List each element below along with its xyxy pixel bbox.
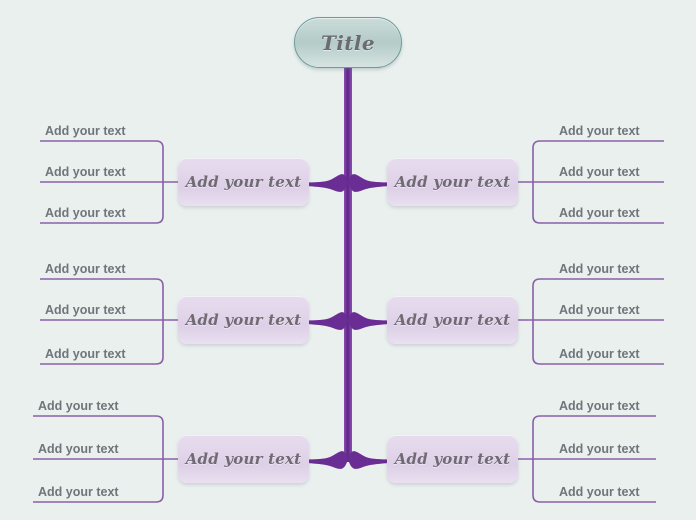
- leaf-item-right-2-1[interactable]: Add your text: [533, 257, 664, 279]
- branch-node-left-1[interactable]: Add your text: [178, 158, 309, 206]
- leaf-label: Add your text: [559, 442, 640, 456]
- leaf-label: Add your text: [45, 124, 126, 138]
- branch-node-right-3[interactable]: Add your text: [387, 435, 518, 483]
- branch-node-label: Add your text: [185, 450, 302, 468]
- leaf-item-left-1-1[interactable]: Add your text: [33, 119, 163, 141]
- leaf-label: Add your text: [38, 442, 119, 456]
- leaf-label: Add your text: [45, 206, 126, 220]
- leaf-label: Add your text: [45, 262, 126, 276]
- title-label: Title: [320, 30, 376, 55]
- leaf-label: Add your text: [45, 165, 126, 179]
- leaf-label: Add your text: [559, 485, 640, 499]
- branch-node-label: Add your text: [394, 173, 511, 191]
- leaf-label: Add your text: [559, 206, 640, 220]
- leaf-label: Add your text: [559, 124, 640, 138]
- branch-node-label: Add your text: [185, 173, 302, 191]
- trunk-line: [344, 66, 352, 462]
- leaf-item-left-1-2[interactable]: Add your text: [33, 160, 163, 182]
- branch-node-label: Add your text: [394, 450, 511, 468]
- title-node[interactable]: Title: [294, 17, 402, 68]
- leaf-item-right-3-3[interactable]: Add your text: [533, 480, 656, 502]
- leaf-label: Add your text: [559, 303, 640, 317]
- leaf-item-right-3-2[interactable]: Add your text: [533, 437, 656, 459]
- leaf-item-right-2-2[interactable]: Add your text: [533, 298, 664, 320]
- leaf-label: Add your text: [45, 303, 126, 317]
- leaf-label: Add your text: [559, 262, 640, 276]
- leaf-item-left-3-2[interactable]: Add your text: [26, 437, 163, 459]
- leaf-label: Add your text: [45, 347, 126, 361]
- leaf-item-left-3-3[interactable]: Add your text: [26, 480, 163, 502]
- leaf-label: Add your text: [559, 165, 640, 179]
- leaf-item-right-1-3[interactable]: Add your text: [533, 201, 664, 223]
- branch-node-left-3[interactable]: Add your text: [178, 435, 309, 483]
- leaf-item-left-2-1[interactable]: Add your text: [33, 257, 163, 279]
- leaf-label: Add your text: [38, 485, 119, 499]
- branch-node-label: Add your text: [394, 311, 511, 329]
- branch-node-right-1[interactable]: Add your text: [387, 158, 518, 206]
- leaf-item-left-1-3[interactable]: Add your text: [33, 201, 163, 223]
- branch-node-label: Add your text: [185, 311, 302, 329]
- leaf-item-left-2-2[interactable]: Add your text: [33, 298, 163, 320]
- leaf-label: Add your text: [559, 347, 640, 361]
- branch-node-right-2[interactable]: Add your text: [387, 296, 518, 344]
- leaf-item-right-1-2[interactable]: Add your text: [533, 160, 664, 182]
- leaf-label: Add your text: [559, 399, 640, 413]
- leaf-item-right-2-3[interactable]: Add your text: [533, 342, 664, 364]
- leaf-item-right-3-1[interactable]: Add your text: [533, 394, 656, 416]
- leaf-item-left-2-3[interactable]: Add your text: [33, 342, 163, 364]
- leaf-item-right-1-1[interactable]: Add your text: [533, 119, 664, 141]
- leaf-label: Add your text: [38, 399, 119, 413]
- branch-node-left-2[interactable]: Add your text: [178, 296, 309, 344]
- leaf-item-left-3-1[interactable]: Add your text: [26, 394, 163, 416]
